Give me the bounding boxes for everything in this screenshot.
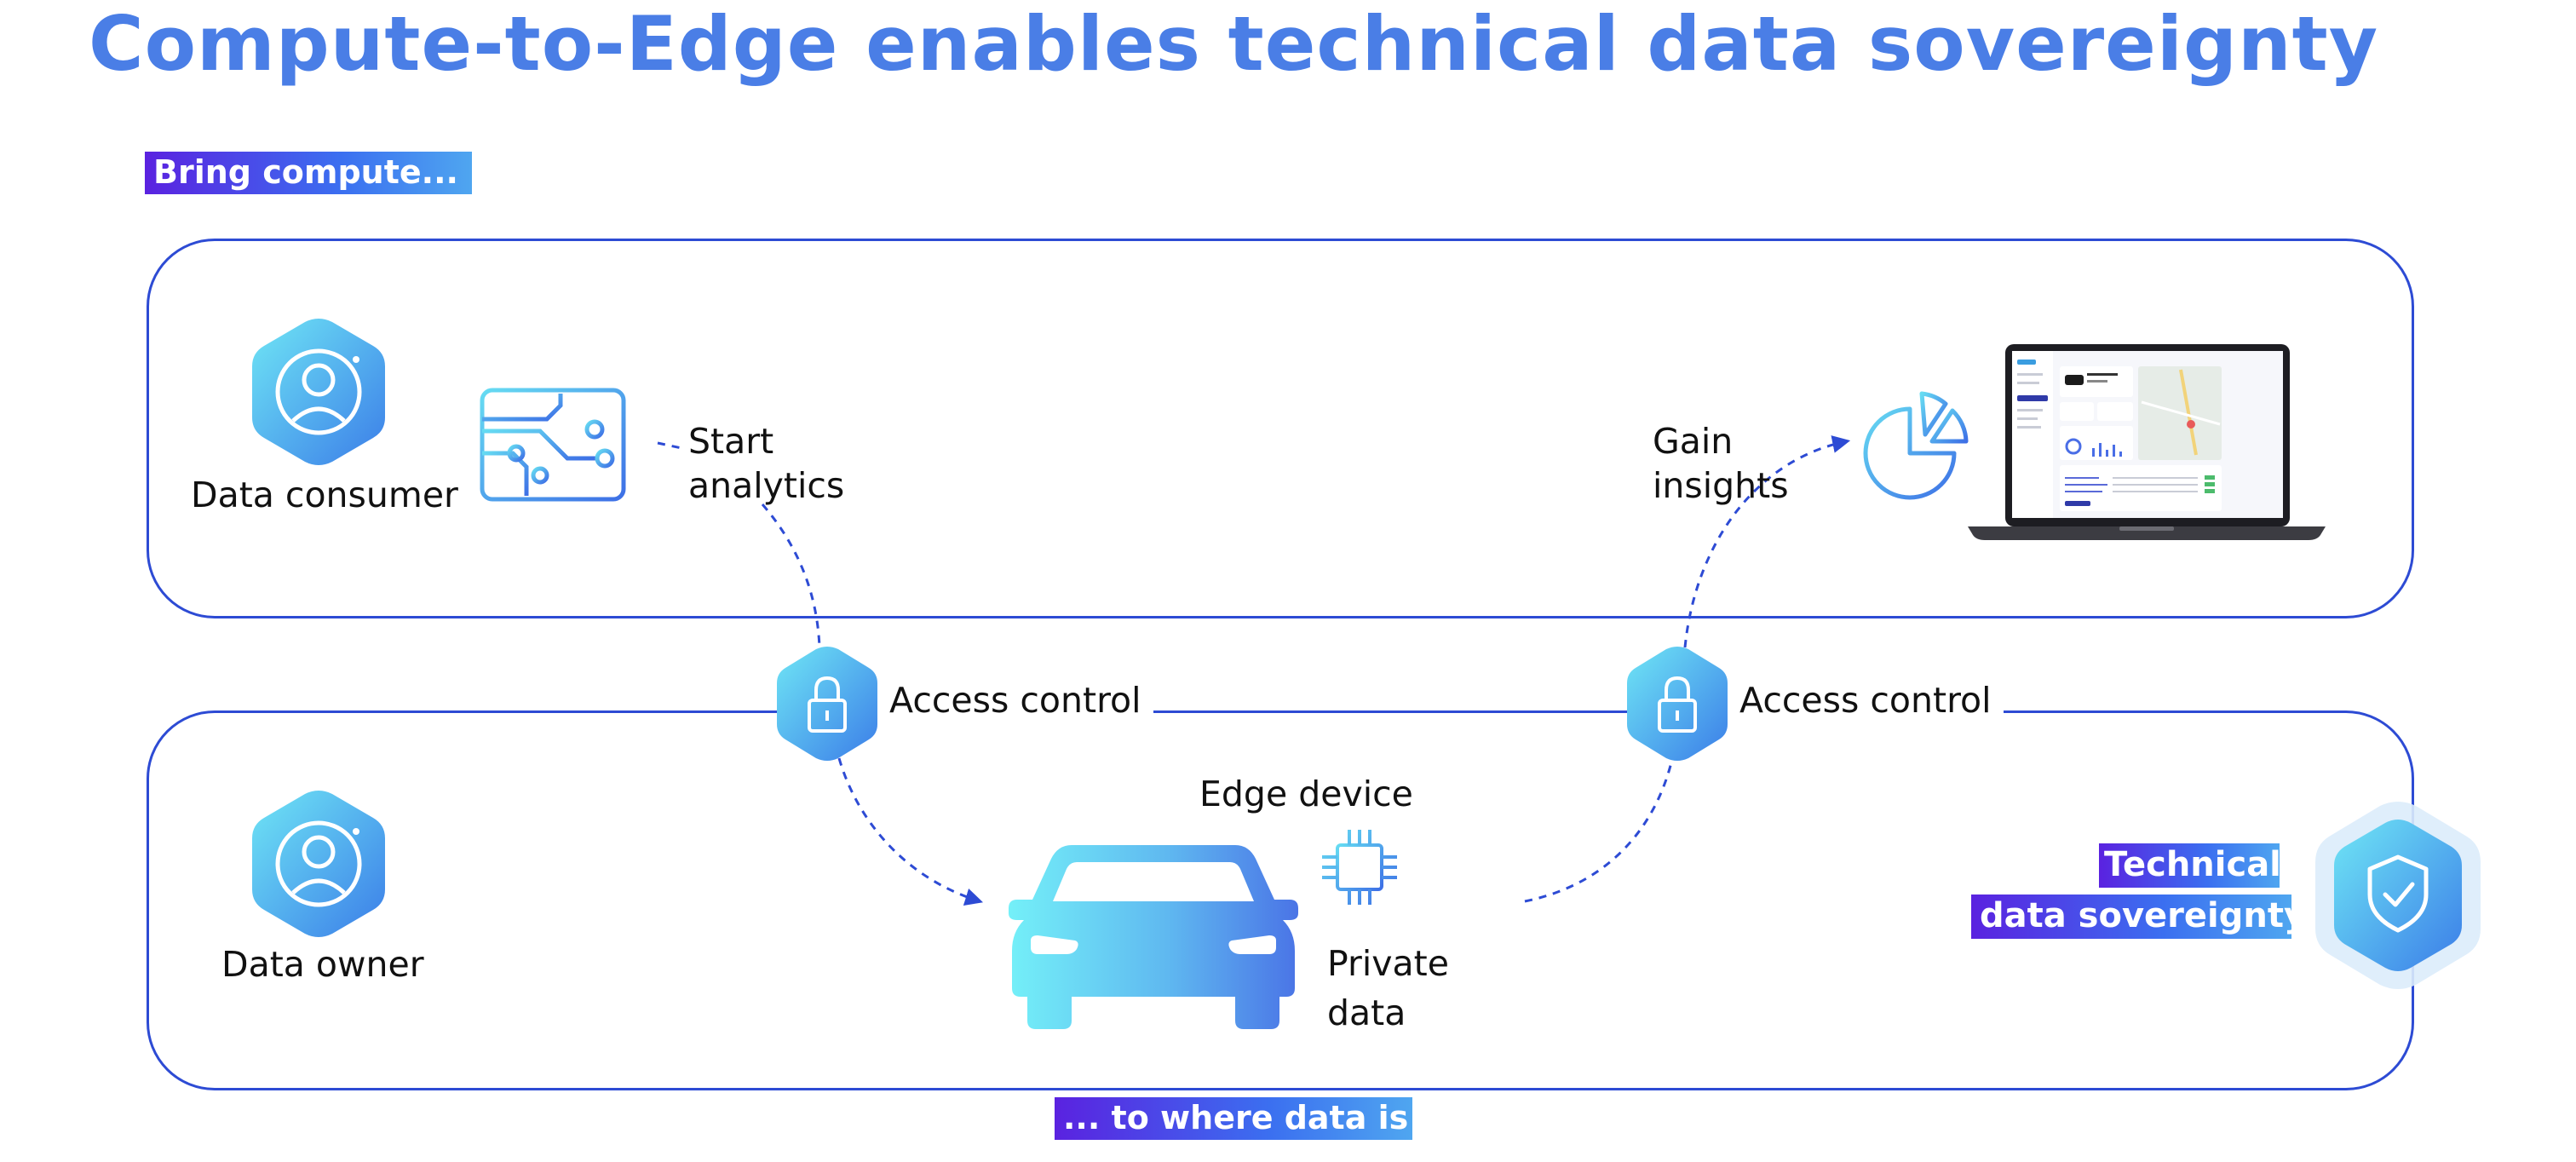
access-control-left-label: Access control: [877, 678, 1153, 723]
pie-chart-icon: [1863, 391, 1969, 500]
lock-icon: [777, 647, 877, 761]
car-icon: [1009, 845, 1298, 1029]
page-title: Compute-to-Edge enables technical data s…: [89, 0, 2379, 88]
consumer-user-icon: [252, 319, 385, 465]
consumer-panel: [147, 239, 2414, 618]
access-control-right-label: Access control: [1728, 678, 2004, 723]
private-data-label: Private data: [1327, 939, 1449, 1038]
chip-icon: [1322, 830, 1397, 905]
circuit-board-icon: [480, 388, 626, 502]
to-where-data-tag: ... to where data is: [1055, 1097, 1412, 1140]
start-to-car-arrow: [761, 503, 980, 901]
start-line-1: Start: [688, 421, 774, 462]
gain-insights-label: Gain insights: [1653, 419, 1789, 509]
edge-device-label: Edge device: [1199, 774, 1413, 814]
lock-icon: [1627, 647, 1728, 761]
shield-check-icon: [2315, 802, 2481, 989]
private-line-2: data: [1327, 992, 1406, 1034]
laptop-dashboard-icon: [1968, 344, 2326, 540]
sovereignty-tag-line-1: Technical: [2099, 843, 2281, 888]
data-consumer-label: Data consumer: [191, 475, 458, 515]
start-analytics-label: Start analytics: [688, 419, 844, 509]
gain-line-1: Gain: [1653, 421, 1734, 462]
car-to-insights-arrow: [1524, 441, 1847, 903]
gain-line-2: insights: [1653, 465, 1789, 507]
start-dash: [657, 441, 682, 450]
private-line-1: Private: [1327, 943, 1449, 984]
owner-user-icon: [252, 791, 385, 937]
sovereignty-tag-line-2: data sovereignty: [1971, 895, 2306, 939]
bring-compute-tag: Bring compute...: [145, 152, 472, 194]
data-owner-label: Data owner: [221, 944, 424, 985]
start-line-2: analytics: [688, 465, 845, 507]
